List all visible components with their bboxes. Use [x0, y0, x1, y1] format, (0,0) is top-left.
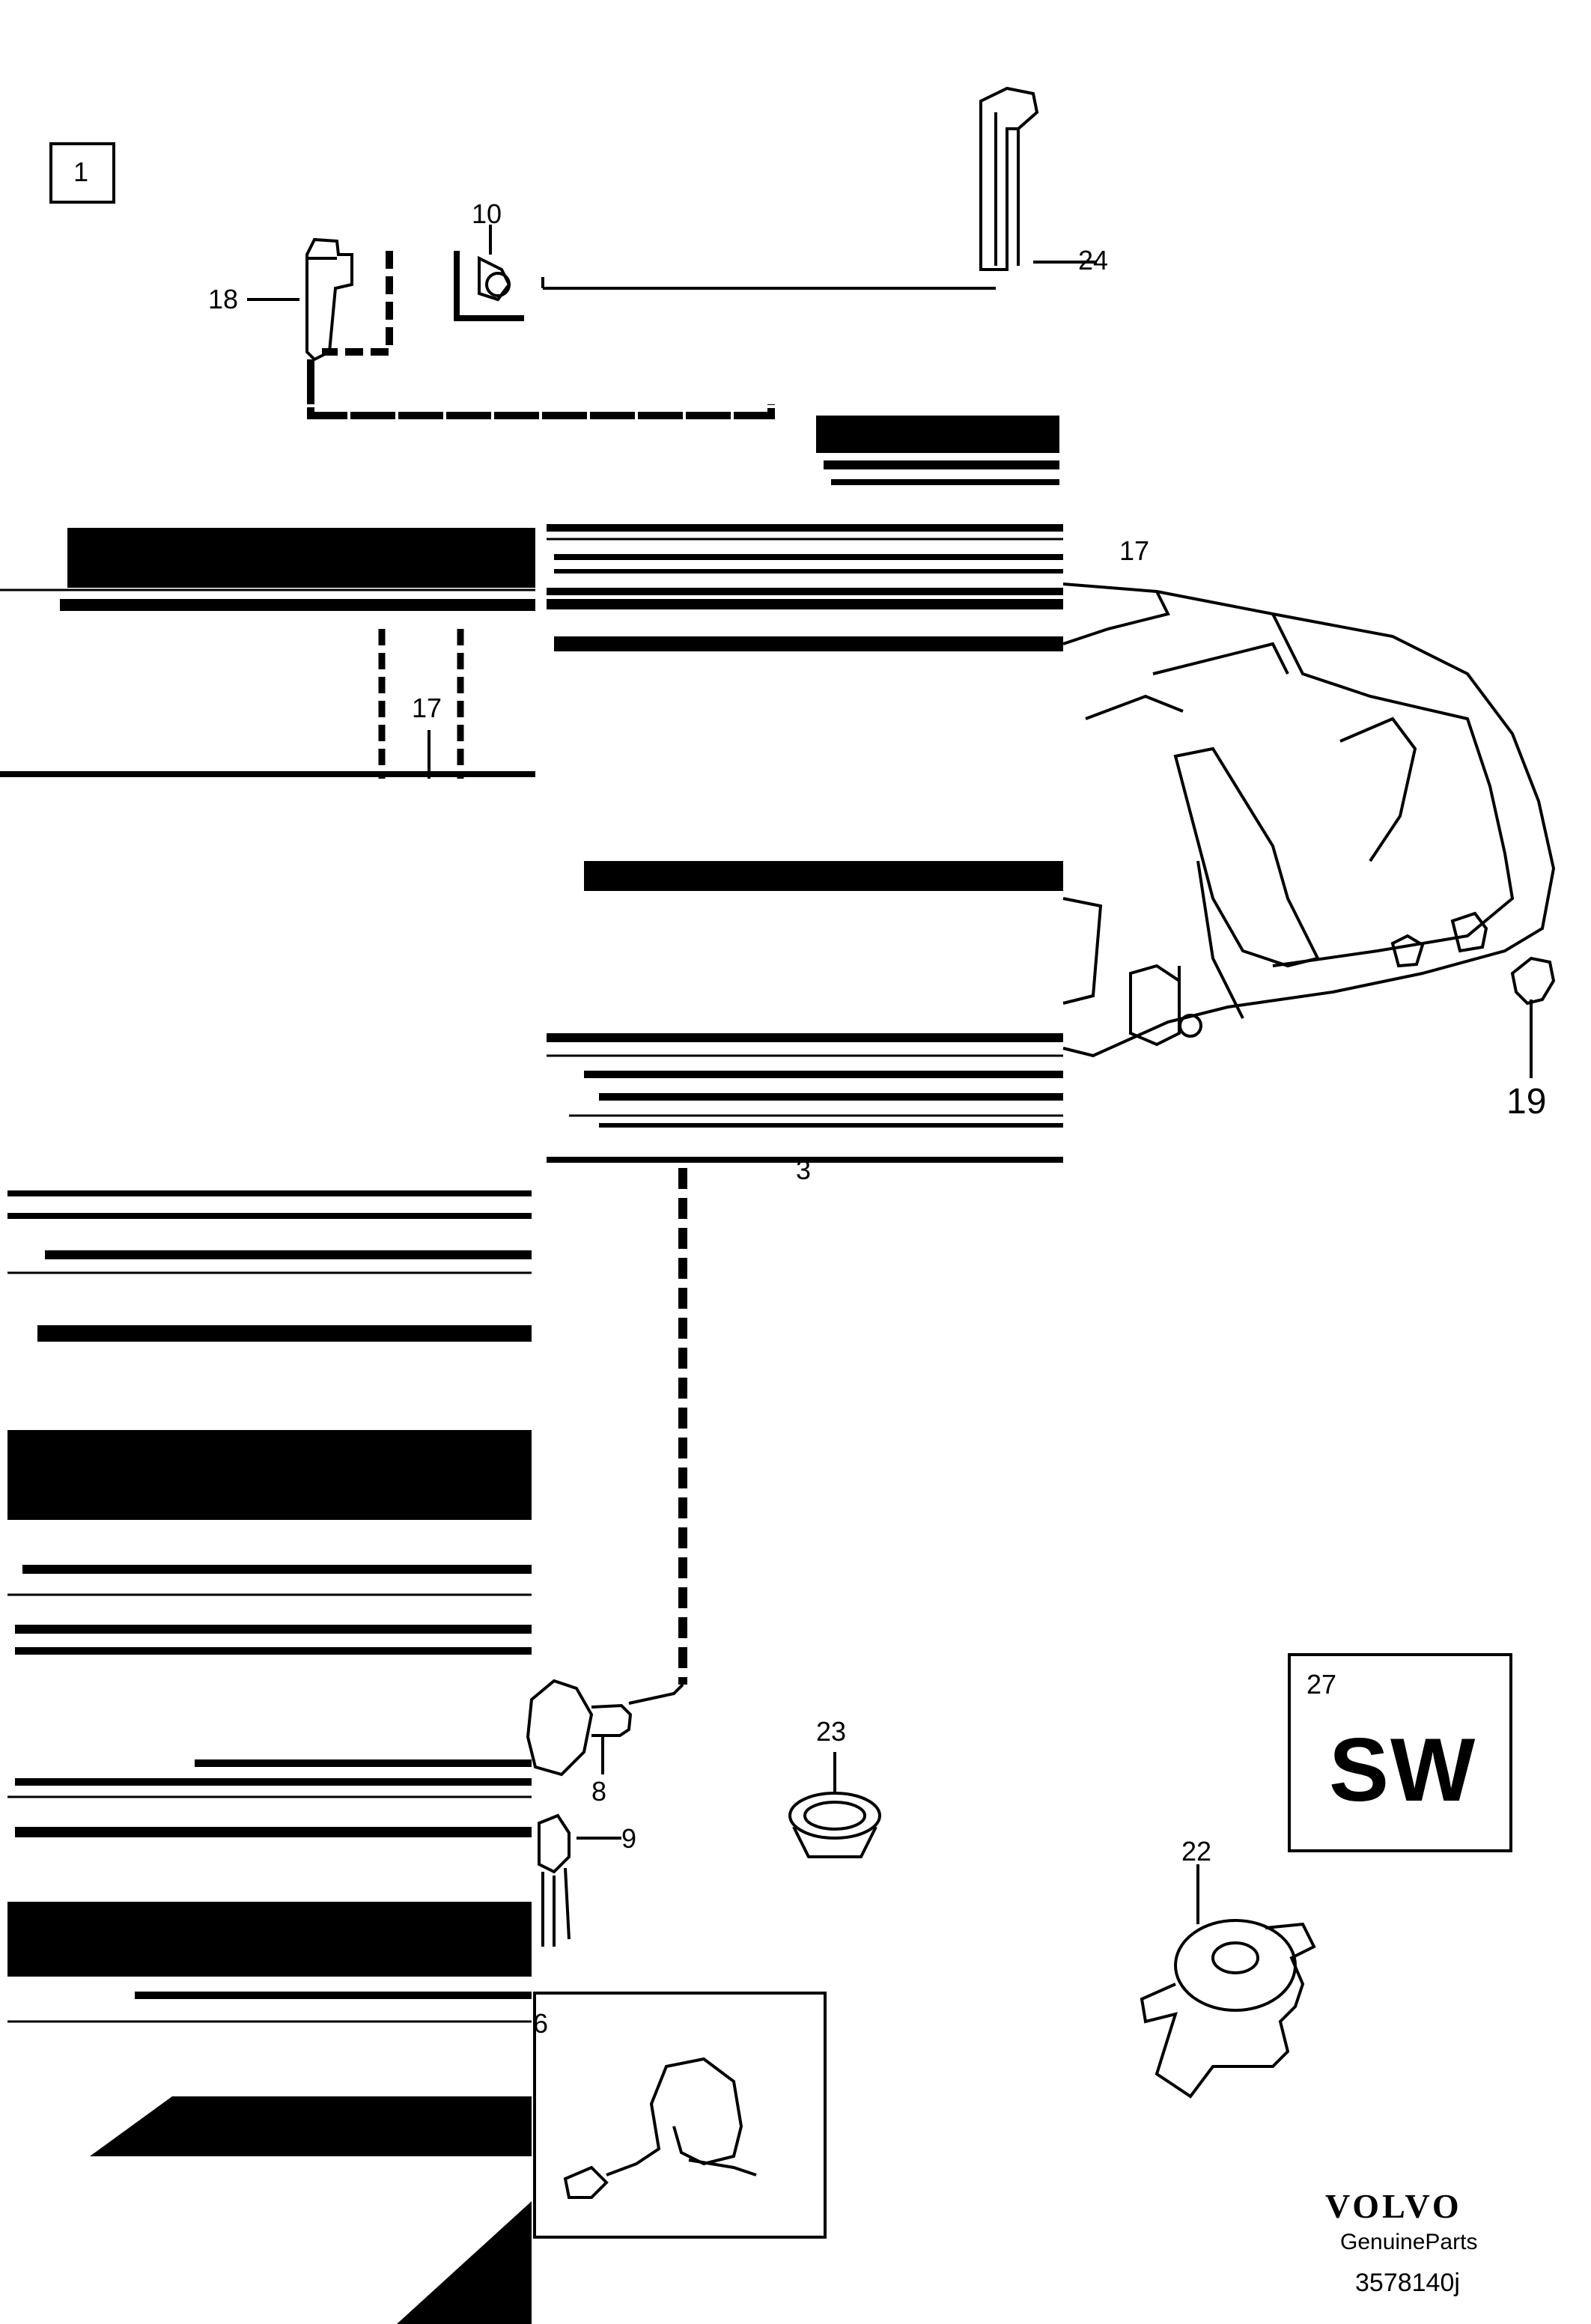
callout-24: 24 [1078, 245, 1109, 276]
part-9-socket [538, 1813, 621, 1947]
callout-27: 27 [1306, 1669, 1337, 1700]
callout-10: 10 [472, 198, 502, 229]
callout-1: 1 [73, 156, 89, 187]
sw-label: SW [1329, 1720, 1477, 1820]
part-8-bulb [526, 1679, 633, 1777]
callout-17-right: 17 [1119, 535, 1150, 566]
diagram-code: 3578140j [1355, 2269, 1460, 2297]
part-10-pin [478, 225, 511, 302]
callout-19: 19 [1506, 1082, 1547, 1122]
callout-8: 8 [591, 1776, 607, 1807]
sw-box [1288, 1653, 1512, 1852]
volvo-logo: VOLVO [1325, 2187, 1462, 2225]
callout-23: 23 [816, 1716, 847, 1747]
part-6-wire [563, 2057, 757, 2199]
part-23-grommet [788, 1752, 881, 1858]
callout-1-box [49, 142, 115, 204]
genuine-parts-label: GenuineParts [1340, 2230, 1478, 2254]
callout-9: 9 [621, 1823, 637, 1854]
callout-18: 18 [208, 284, 239, 314]
callout-22: 22 [1181, 1836, 1212, 1867]
callout-3: 3 [796, 1155, 812, 1185]
callout-6: 6 [533, 2008, 549, 2039]
callout-6-box [533, 1992, 827, 2239]
part-18-clip [247, 237, 353, 362]
part-17-headlamp-housing [1062, 582, 1556, 1058]
part-19-elbow [1510, 956, 1556, 1078]
callout-17-left: 17 [412, 693, 442, 723]
part-24-bracket [979, 86, 1063, 271]
part-22-adjuster [1140, 1864, 1316, 2099]
